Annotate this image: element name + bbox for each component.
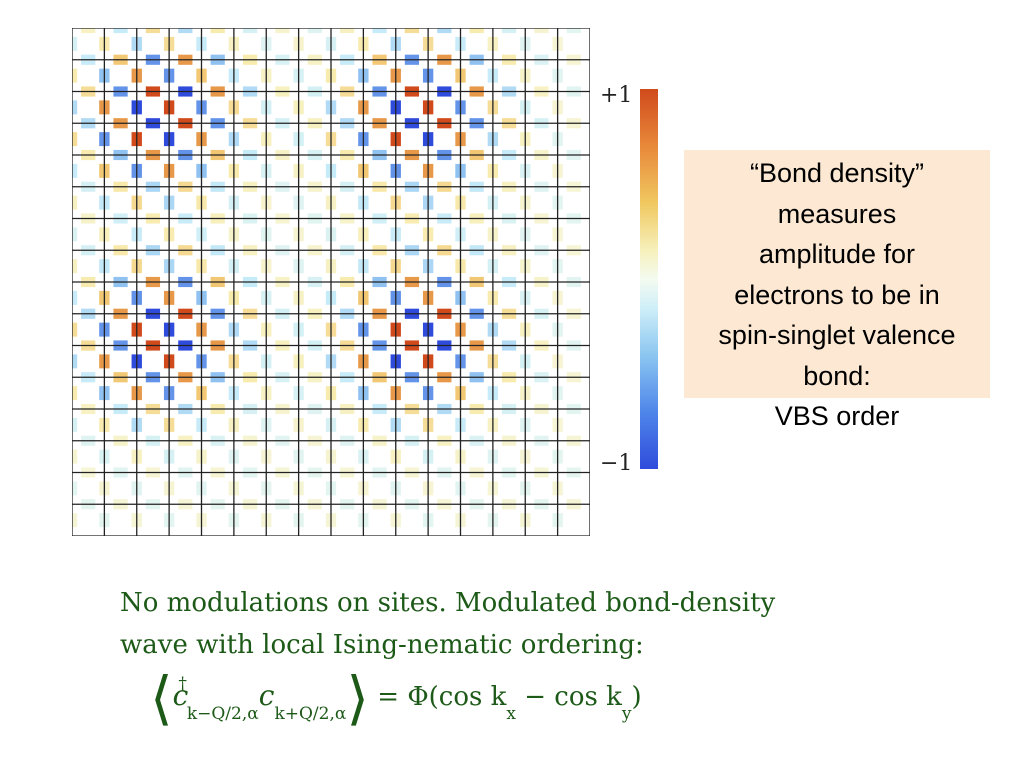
colorbar-max-label: +1: [600, 83, 633, 108]
bond-cell: [242, 28, 258, 34]
bond-cell: [72, 417, 78, 432]
bond-cell: [437, 28, 452, 34]
formula-operator-2: c: [258, 679, 275, 712]
bond-cell: [72, 195, 78, 210]
bond-cell: [72, 36, 78, 51]
callout-line: amplitude for: [758, 239, 916, 269]
formula-operator-1: c: [172, 679, 189, 712]
bond-cell: [372, 28, 387, 34]
caption-line-1: No modulations on sites. Modulated bond-…: [120, 588, 776, 618]
formula-sub-y: y: [621, 704, 632, 724]
formula-end: ): [631, 682, 642, 712]
formula-open-bracket: ⟨: [150, 664, 173, 732]
bond-cell: [72, 290, 78, 305]
formula-dagger: †: [178, 674, 187, 694]
bond-cell: [72, 227, 78, 242]
bond-cell: [72, 481, 78, 496]
callout-line: electrons to be in: [734, 279, 940, 310]
callout-text: “Bond density” measures amplitude for el…: [684, 153, 990, 437]
bond-cell: [72, 68, 78, 83]
colorbar-min-label: −1: [600, 451, 633, 476]
bond-cell: [72, 100, 78, 115]
bond-cell: [72, 259, 78, 274]
bond-cell: [210, 28, 225, 34]
colorbar: [640, 89, 658, 469]
bond-cell: [72, 163, 78, 178]
formula-sub-x: x: [506, 704, 516, 724]
bond-cell: [72, 354, 78, 369]
caption: No modulations on sites. Modulated bond-…: [120, 582, 775, 666]
bond-cell: [145, 28, 161, 34]
callout-line: spin-singlet valence: [718, 320, 956, 350]
callout-line: “Bond density”: [749, 158, 925, 188]
bond-cell: [340, 28, 355, 34]
bond-cell: [72, 322, 78, 337]
formula-close-bracket: ⟩: [346, 664, 369, 732]
callout-line: bond:: [803, 360, 871, 391]
bond-cell: [72, 386, 78, 401]
formula: ⟨c†k−Q/2,αck+Q/2,α⟩ = Φ(cos kx − cos ky): [150, 664, 642, 732]
caption-line-2: wave with local Ising-nematic ordering:: [120, 630, 644, 660]
bond-cell: [566, 28, 581, 34]
callout-line: VBS order: [774, 401, 900, 431]
bond-cell: [72, 513, 78, 528]
bond-cell: [72, 132, 78, 147]
bond-cell: [275, 28, 290, 34]
bond-cell: [501, 28, 517, 34]
bond-cell: [178, 28, 193, 34]
callout-box: [684, 150, 990, 398]
formula-minus: − cos k: [515, 682, 622, 712]
bond-cell: [72, 449, 78, 464]
bond-density-lattice: [72, 28, 590, 536]
bond-cell: [307, 28, 322, 34]
bond-cell: [113, 28, 128, 34]
bond-cell: [469, 28, 484, 34]
formula-rhs: = Φ(cos k: [369, 682, 507, 712]
bond-cell: [81, 28, 96, 34]
callout-line: measures: [777, 198, 897, 229]
bond-cell: [534, 28, 549, 34]
bond-cell: [404, 28, 420, 34]
formula-subscript-1: k−Q/2,α: [186, 704, 259, 724]
formula-subscript-2: k+Q/2,α: [274, 704, 347, 724]
